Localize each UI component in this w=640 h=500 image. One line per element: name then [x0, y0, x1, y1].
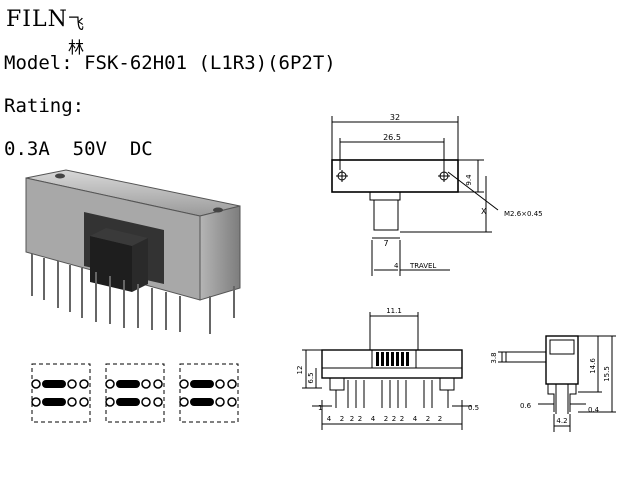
model-text: Model: FSK-62H01 (L1R3)(6P2T) [4, 52, 336, 74]
schematic-group-3 [179, 363, 239, 423]
dim-overall-width: 32 [390, 113, 400, 122]
dim-pin-right: 0.4 [588, 406, 600, 414]
dim-height-overall: 15.5 [603, 366, 611, 382]
screw-label: M2.6×0.45 [504, 210, 543, 218]
dim-height-inner: 14.6 [589, 358, 597, 374]
travel-label: TRAVEL [409, 262, 436, 270]
pitch-label: 4 [371, 415, 376, 423]
schematic-group-1 [31, 363, 91, 423]
side-view-drawing: 3.8 14.6 15.5 0.6 0.4 4.2 [490, 335, 616, 432]
pitch-label: 4 [413, 415, 418, 423]
dim-height-mid: 6.5 [307, 372, 315, 383]
rating-label: Rating: [4, 95, 85, 117]
pitch-label: 2 [438, 415, 442, 423]
product-photo [25, 169, 241, 334]
pitch-label: 2 [384, 415, 388, 423]
pitch-label: 2 [350, 415, 354, 423]
top-view-drawing: 32 26.5 9.4 X M2.6×0.45 7 4 TRAVEL [331, 113, 543, 276]
pitch-label: 2 [392, 415, 396, 423]
dim-left-edge: 1 [318, 404, 322, 412]
dim-height-left: 12 [296, 366, 304, 375]
dim-hole-spacing: 26.5 [383, 133, 401, 142]
schematic-diagram [31, 363, 239, 423]
logo-cjk-text: 飞林 [68, 14, 85, 57]
dim-actuator-width: 7 [383, 239, 388, 248]
dim-travel: 4 [394, 262, 399, 270]
dim-window-width: 11.1 [386, 307, 402, 315]
pitch-label: 2 [426, 415, 430, 423]
dim-right-edge: 0.5 [468, 404, 479, 412]
pitch-label: 2 [340, 415, 344, 423]
pitch-label: 2 [358, 415, 362, 423]
dim-pin-pitch: 4.2 [556, 417, 567, 425]
schematic-group-2 [105, 363, 165, 423]
dim-x: X [481, 207, 487, 216]
logo-text: FILN [6, 7, 68, 32]
dim-actuator-height: 3.8 [490, 352, 498, 363]
pitch-label: 2 [400, 415, 404, 423]
dim-pin-left: 0.6 [520, 402, 532, 410]
pitch-label: 4 [327, 415, 332, 423]
rating-value: 0.3A 50V DC [4, 138, 153, 160]
dim-height: 9.4 [465, 174, 473, 186]
